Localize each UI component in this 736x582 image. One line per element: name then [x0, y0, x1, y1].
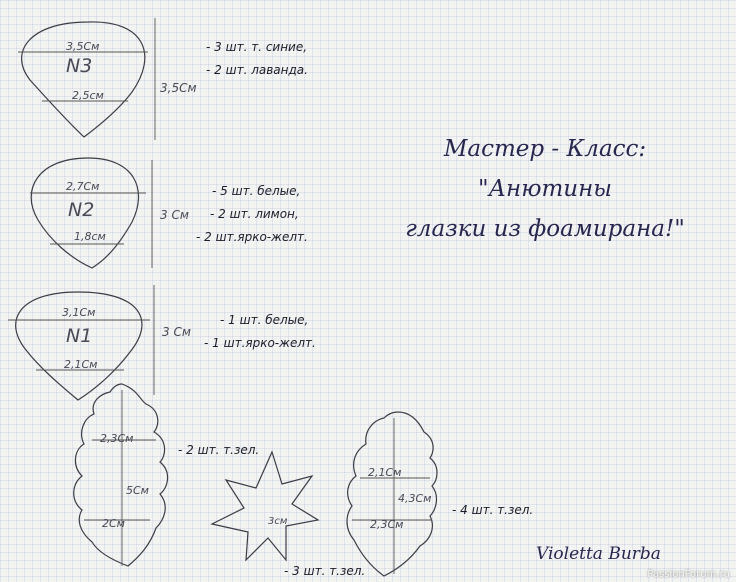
petal-n3-note-2: - 2 шт. лаванда.: [206, 63, 308, 77]
petal-n2-note-3: - 2 шт.ярко-желт.: [196, 230, 308, 244]
petal-n2-note-2: - 2 шт. лимон,: [210, 207, 299, 221]
petal-n3-note-1: - 3 шт. т. синие,: [206, 40, 308, 54]
petal-n2-height: 3 См: [160, 208, 189, 222]
petal-n1: 3,1См N1 2,1См 3 См: [8, 285, 191, 401]
petal-n1-label: N1: [66, 325, 92, 347]
leaf-right: 2,1См 4,3См 2,3См: [346, 411, 438, 577]
leaf-right-outline: [346, 411, 438, 577]
petal-n2-outline: [30, 157, 140, 269]
petal-n1-height: 3 См: [162, 325, 191, 339]
author-signature: Violetta Burba: [536, 544, 661, 564]
petal-n2-bottom-width: 1,8см: [74, 230, 106, 243]
petal-n1-note-1: - 1 шт. белые,: [220, 313, 309, 327]
petal-n1-bottom-width: 2,1См: [64, 358, 97, 371]
star-sepal-size: 3см: [268, 516, 288, 527]
petal-n1-note-2: - 1 шт.ярко-желт.: [204, 336, 316, 350]
leaf-left-height: 5См: [126, 484, 149, 497]
petal-n1-top-width: 3,1См: [62, 306, 95, 319]
petal-n2-note-1: - 5 шт. белые,: [212, 184, 301, 198]
title-line-1: Мастер - Класс:: [443, 136, 647, 162]
petal-n2: 2,7См N2 1,8см 3 См: [30, 157, 189, 269]
petal-n3: 3,5См N3 2,5см 3,5См: [18, 18, 197, 140]
leaf-left-bottom-width: 2См: [102, 517, 125, 530]
petal-n2-label: N2: [68, 199, 94, 221]
leaf-right-bottom-width: 2,3См: [370, 518, 403, 531]
leaf-left: 2,3См 5См 2См: [73, 383, 169, 567]
petal-n3-height: 3,5См: [160, 81, 197, 95]
star-sepal: 3см: [210, 450, 320, 562]
leaf-right-top-width: 2,1См: [368, 466, 401, 479]
leaf-left-top-width: 2,3См: [100, 432, 133, 445]
title-line-3: глазки из фоамирана!": [405, 216, 685, 242]
star-sepal-note: - 3 шт. т.зел.: [284, 564, 366, 578]
title-line-2: "Анютины: [478, 176, 612, 202]
leaf-left-note: - 2 шт. т.зел.: [178, 443, 260, 457]
petal-n3-top-width: 3,5См: [66, 40, 99, 53]
petal-n2-top-width: 2,7См: [66, 180, 99, 193]
petal-n1-outline: [15, 291, 143, 401]
site-watermark: PassionForum.ru: [647, 569, 730, 580]
leaf-right-note: - 4 шт. т.зел.: [452, 503, 534, 517]
petal-n3-bottom-width: 2,5см: [72, 89, 104, 102]
star-sepal-outline: [210, 450, 320, 562]
leaf-right-height: 4,3См: [398, 492, 431, 505]
petal-n3-label: N3: [66, 55, 92, 77]
leaf-left-outline: [73, 383, 169, 567]
